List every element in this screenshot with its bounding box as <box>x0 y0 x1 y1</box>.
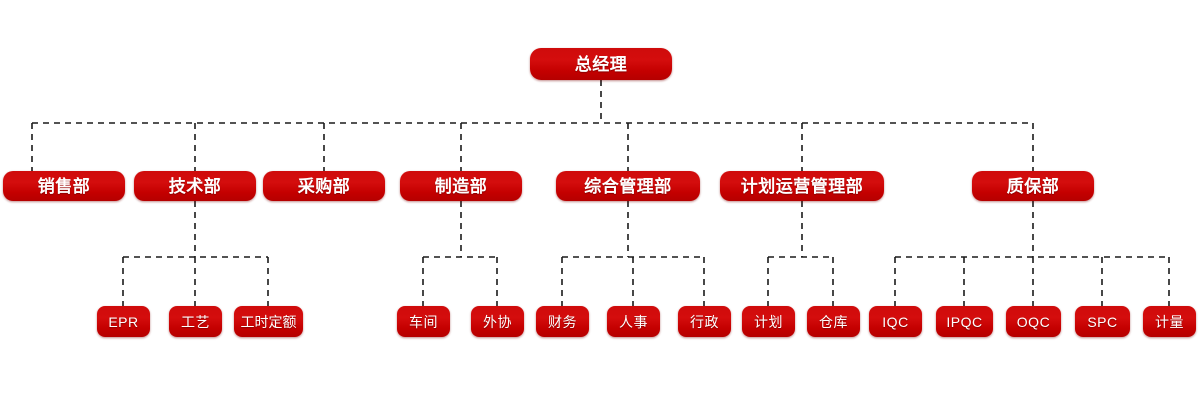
node-sales[interactable]: 销售部 <box>3 171 125 201</box>
node-label: 采购部 <box>297 176 351 196</box>
node-oqc[interactable]: OQC <box>1006 306 1061 337</box>
node-label: 工艺 <box>181 313 210 330</box>
node-label: IPQC <box>946 313 983 330</box>
node-label: 仓库 <box>819 313 848 330</box>
node-label: IQC <box>882 313 909 330</box>
node-outsourcing[interactable]: 外协 <box>471 306 524 337</box>
node-spc[interactable]: SPC <box>1075 306 1130 337</box>
node-procurement[interactable]: 采购部 <box>263 171 385 201</box>
node-label: 技术部 <box>168 176 222 196</box>
node-label: 外协 <box>483 313 512 330</box>
node-label: 质保部 <box>1006 176 1060 196</box>
node-ipqc[interactable]: IPQC <box>936 306 993 337</box>
node-finance[interactable]: 财务 <box>536 306 589 337</box>
node-general-manager[interactable]: 总经理 <box>530 48 672 80</box>
node-metrology[interactable]: 计量 <box>1143 306 1196 337</box>
node-label: 车间 <box>409 313 438 330</box>
node-label: SPC <box>1087 313 1118 330</box>
node-technology[interactable]: 技术部 <box>134 171 256 201</box>
node-planning[interactable]: 计划 <box>742 306 795 337</box>
node-label: 综合管理部 <box>584 176 672 196</box>
node-general-management[interactable]: 综合管理部 <box>556 171 700 201</box>
node-label: 销售部 <box>37 176 91 196</box>
node-label: 计量 <box>1155 313 1184 330</box>
node-labor-quota[interactable]: 工时定额 <box>234 306 303 337</box>
node-label: 工时定额 <box>240 313 297 330</box>
node-label: 财务 <box>548 313 577 330</box>
node-label: EPR <box>108 313 139 330</box>
node-manufacturing[interactable]: 制造部 <box>400 171 522 201</box>
node-warehouse[interactable]: 仓库 <box>807 306 860 337</box>
node-iqc[interactable]: IQC <box>869 306 922 337</box>
node-label: OQC <box>1016 313 1051 330</box>
node-quality-assurance[interactable]: 质保部 <box>972 171 1094 201</box>
node-label: 计划 <box>754 313 783 330</box>
node-label: 计划运营管理部 <box>740 176 864 196</box>
node-workshop[interactable]: 车间 <box>397 306 450 337</box>
node-hr[interactable]: 人事 <box>607 306 660 337</box>
node-epr[interactable]: EPR <box>97 306 150 337</box>
node-planning-operations[interactable]: 计划运营管理部 <box>720 171 884 201</box>
node-label: 行政 <box>690 313 719 330</box>
node-label: 总经理 <box>574 54 628 74</box>
node-label: 人事 <box>619 313 648 330</box>
node-label: 制造部 <box>434 176 488 196</box>
node-process[interactable]: 工艺 <box>169 306 222 337</box>
node-administration[interactable]: 行政 <box>678 306 731 337</box>
